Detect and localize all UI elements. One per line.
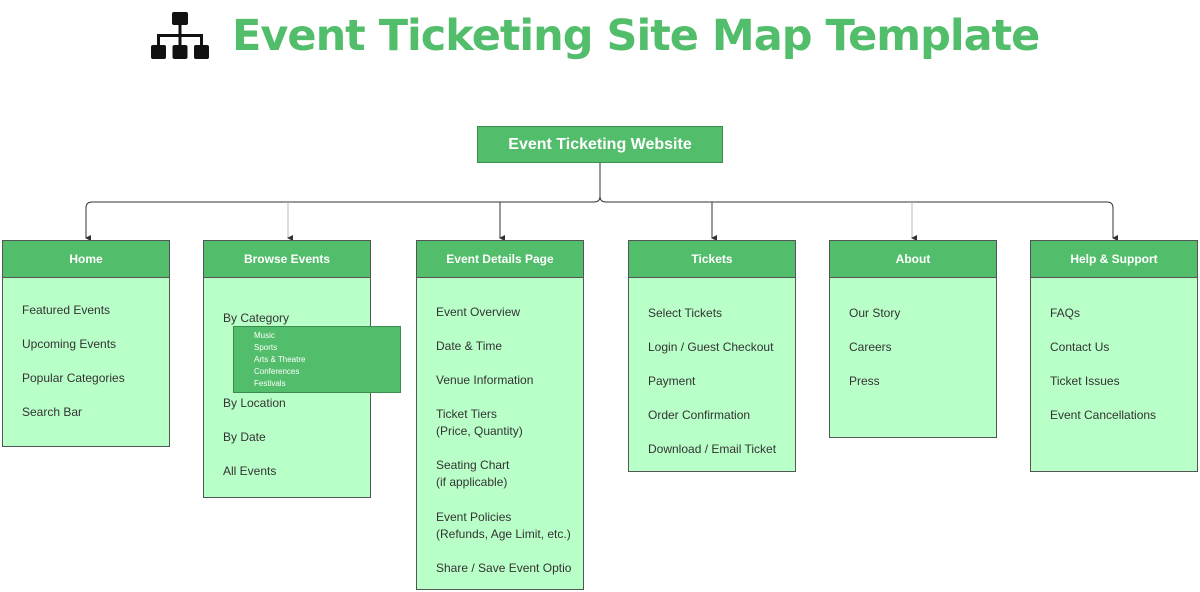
column-help-support: Help & Support FAQs Contact Us Ticket Is… (1030, 240, 1198, 472)
column-header: About (830, 241, 996, 278)
column-header: Browse Events (204, 241, 370, 278)
submenu-item: Music (254, 331, 275, 340)
list-item: Careers (849, 340, 892, 354)
list-item: Share / Save Event Optio (436, 561, 572, 575)
list-item: Download / Email Ticket (648, 442, 777, 456)
list-item: Event Policies (Refunds, Age Limit, etc.… (436, 510, 571, 541)
list-item: Ticket Issues (1050, 374, 1120, 388)
submenu-item: Festivals (254, 379, 286, 388)
trunk-line-right (599, 195, 1118, 241)
sitemap-icon (151, 12, 209, 59)
list-item: Venue Information (436, 373, 534, 387)
column-tickets: Tickets Select Tickets Login / Guest Che… (628, 240, 796, 472)
list-item: By Category (223, 311, 290, 325)
page-header: Event Ticketing Site Map Template (150, 8, 1040, 64)
list-item: Our Story (849, 306, 901, 320)
list-item: Payment (648, 374, 696, 388)
list-item: By Location (223, 396, 286, 410)
submenu-item: Arts & Theatre (254, 355, 306, 364)
list-item: Login / Guest Checkout (648, 340, 774, 354)
column-about: About Our Story Careers Press (829, 240, 997, 438)
list-item: FAQs (1050, 306, 1081, 320)
list-item: Popular Categories (22, 371, 125, 385)
trunk-line (85, 163, 601, 241)
list-item: Seating Chart (if applicable) (436, 458, 510, 489)
column-header: Event Details Page (417, 241, 583, 278)
column-header: Tickets (629, 241, 795, 278)
list-item: Date & Time (436, 339, 503, 353)
list-item: Press (849, 374, 880, 388)
column-header: Help & Support (1031, 241, 1197, 278)
list-item: Ticket Tiers (Price, Quantity) (436, 407, 523, 438)
list-item: Order Confirmation (648, 408, 751, 422)
submenu-item: Conferences (254, 367, 300, 376)
list-item: Search Bar (22, 405, 83, 419)
column-header: Home (3, 241, 169, 278)
list-item: Featured Events (22, 303, 111, 317)
page-title: Event Ticketing Site Map Template (232, 11, 1040, 61)
column-browse-events: Browse Events By Category By Location By… (203, 240, 371, 498)
list-item: All Events (223, 464, 277, 478)
list-item: By Date (223, 430, 266, 444)
list-item: Contact Us (1050, 340, 1110, 354)
list-item: Event Cancellations (1050, 408, 1157, 422)
list-item: Upcoming Events (22, 337, 117, 351)
list-item: Select Tickets (648, 306, 723, 320)
column-home: Home Featured Events Upcoming Events Pop… (2, 240, 170, 447)
submenu-item: Sports (254, 343, 278, 352)
list-item: Event Overview (436, 305, 521, 319)
column-event-details: Event Details Page Event Overview Date &… (416, 240, 584, 590)
category-submenu: Music Sports Arts & Theatre Conferences … (233, 326, 401, 393)
root-node: Event Ticketing Website (477, 126, 723, 163)
